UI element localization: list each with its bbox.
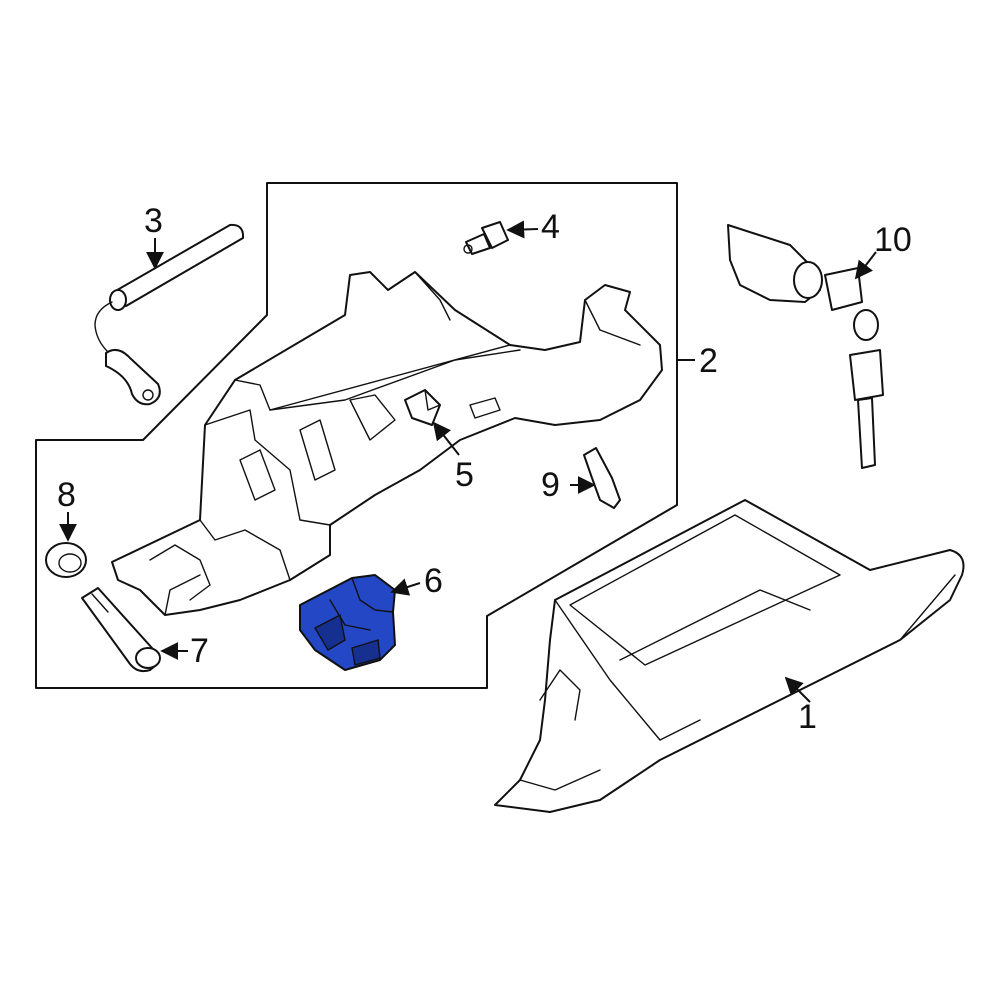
leader-6	[390, 578, 421, 596]
part-5-clip[interactable]	[404, 389, 441, 426]
leader-4	[506, 220, 539, 239]
callout-9: 9	[541, 466, 560, 504]
assembly-frame	[35, 182, 678, 689]
leader-10	[854, 251, 877, 280]
part-10-lock-and-keys[interactable]	[727, 224, 884, 469]
part-3-damper[interactable]	[94, 223, 245, 406]
callout-7: 7	[190, 632, 209, 670]
callout-3: 3	[144, 202, 163, 240]
leader-1	[784, 676, 811, 703]
part-1-glovebox-door[interactable]	[494, 499, 965, 813]
callout-5: 5	[455, 456, 474, 494]
leader-5	[432, 421, 460, 456]
part-6-body	[299, 574, 396, 671]
callout-2: 2	[699, 342, 718, 380]
part-8-bushing[interactable]	[45, 542, 87, 578]
callout-8: 8	[57, 476, 76, 514]
callout-4: 4	[541, 208, 560, 246]
callout-1: 1	[798, 698, 817, 736]
leaders	[59, 220, 877, 703]
part-4-pin[interactable]	[463, 221, 509, 255]
callout-6: 6	[424, 562, 443, 600]
callout-10: 10	[874, 221, 912, 259]
part-9-bumper[interactable]	[583, 447, 621, 509]
part-6-latch-highlighted[interactable]	[299, 574, 396, 671]
callout-labels: 1 2 3 4 5 6 7 8 9 10	[57, 202, 912, 736]
part-2-housing[interactable]	[111, 271, 663, 616]
part-7-cylinder[interactable]	[81, 587, 161, 673]
